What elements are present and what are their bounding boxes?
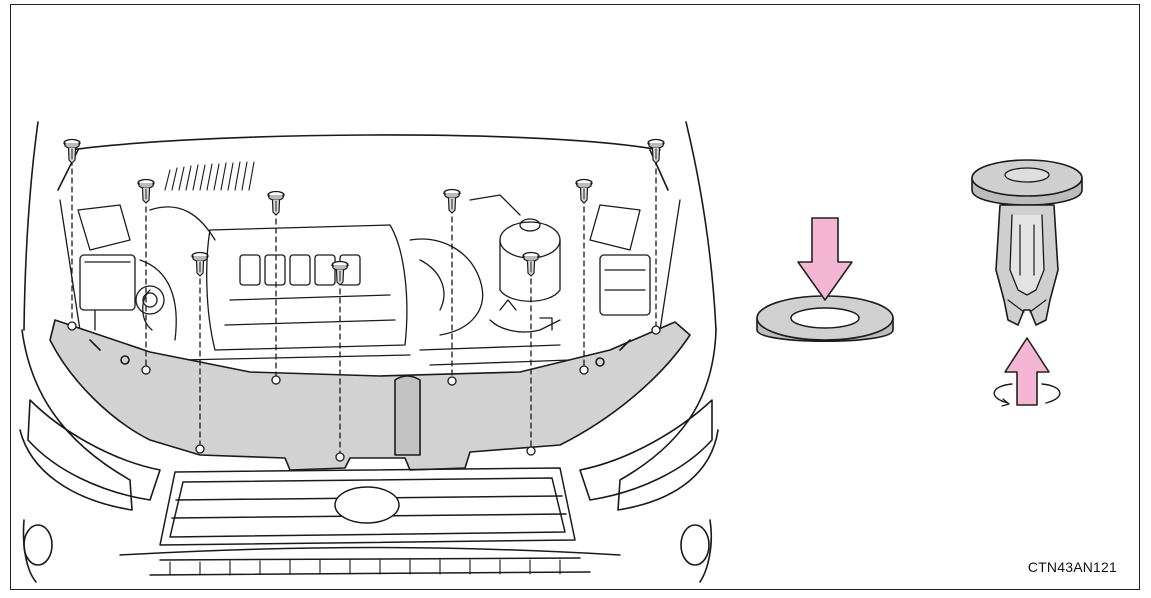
lift-up-arrow-icon	[1004, 337, 1050, 406]
hood-rear-edge	[69, 134, 661, 151]
right-fender	[617, 329, 719, 511]
hood-outline	[23, 121, 717, 331]
radiator-support-panel	[49, 319, 691, 471]
right-headlight	[579, 399, 713, 501]
left-fog-lamp	[23, 524, 53, 566]
push-down-arrow-icon	[797, 217, 853, 301]
emblem	[334, 486, 400, 524]
clip-locations	[67, 159, 661, 462]
left-headlight	[27, 399, 161, 501]
figure-frame: CTN43AN121	[10, 4, 1140, 590]
clip-markers	[63, 138, 665, 286]
clip-push-detail	[756, 217, 894, 342]
rotation-circle-icon	[993, 383, 1061, 404]
left-fender	[19, 329, 133, 511]
engine-components	[59, 161, 681, 366]
engine-top-cover	[206, 224, 408, 351]
front-grille	[119, 467, 621, 576]
clip-removal-detail	[971, 159, 1083, 407]
figure-code: CTN43AN121	[1027, 559, 1117, 575]
engine-bay-illustration	[19, 121, 719, 583]
right-fog-lamp	[680, 524, 710, 566]
